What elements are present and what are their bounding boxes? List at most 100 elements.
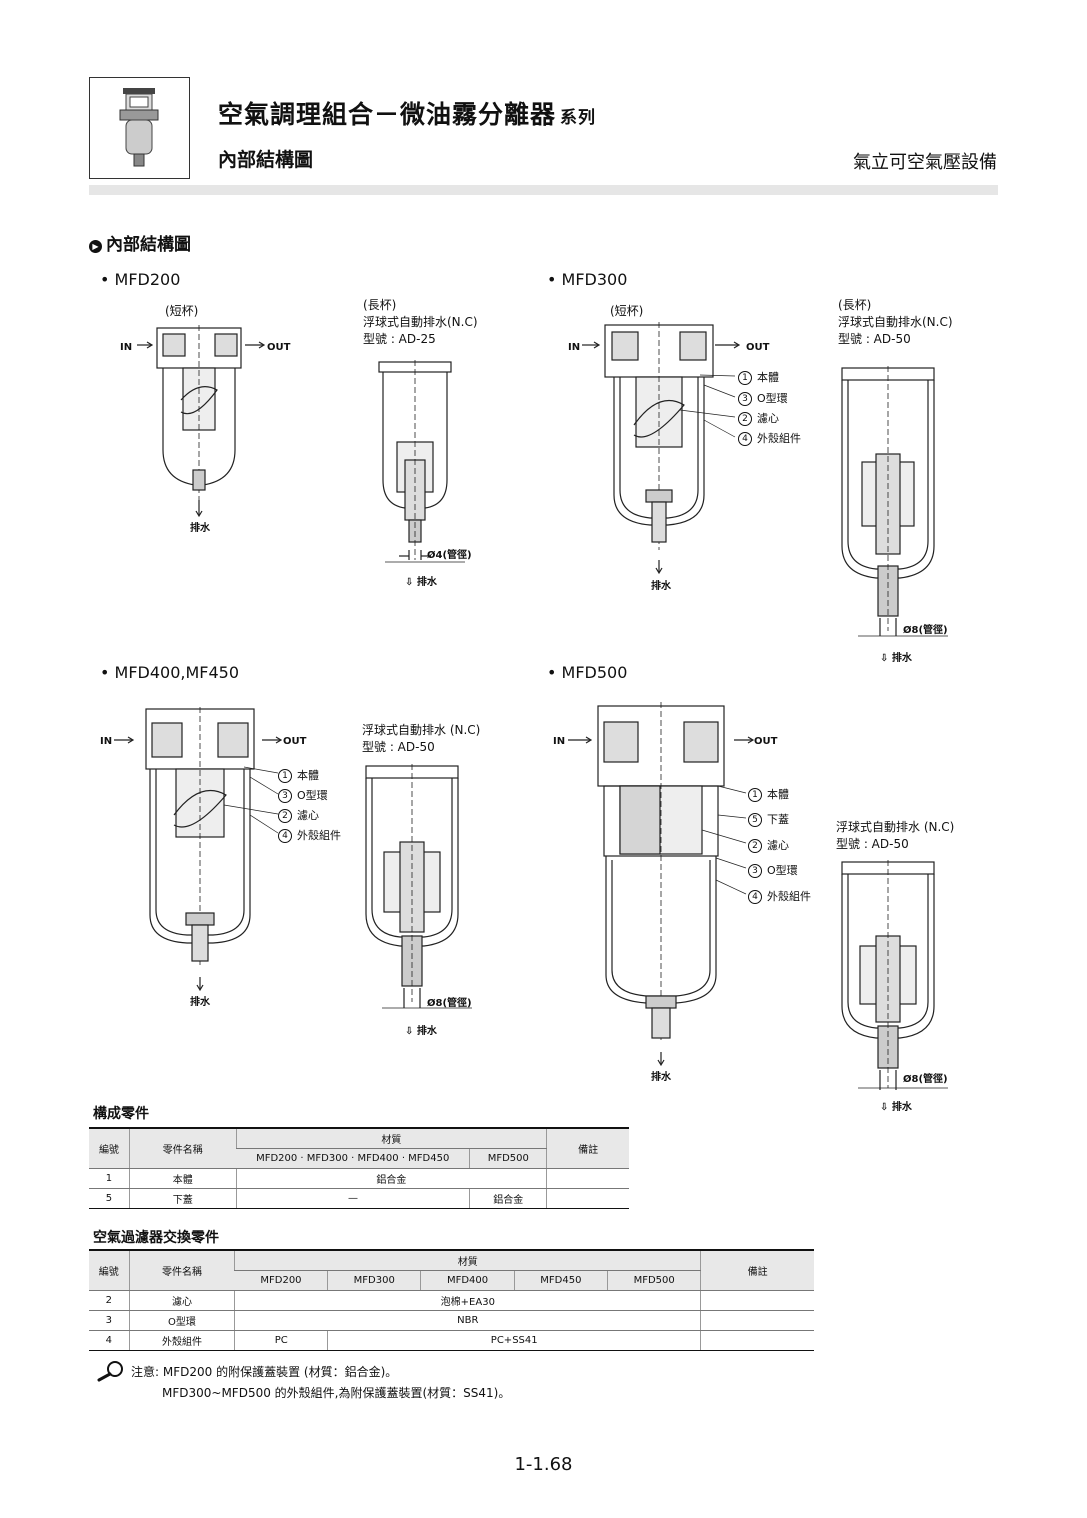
play-bullet-icon: ▶ [89, 240, 102, 253]
cell-material-mfd500: 鋁合金 [469, 1188, 547, 1209]
mfd400-diagram [114, 707, 282, 992]
in-label: IN [568, 342, 581, 353]
table1-title: 構成零件 [93, 1106, 149, 1122]
cell-no: 4 [89, 1330, 130, 1351]
cell-no: 1 [89, 1168, 130, 1189]
cell-no: 5 [89, 1188, 130, 1209]
col-header-no: 編號 [89, 1249, 130, 1291]
page-title: 空氣調理組合－微油霧分離器系列 [218, 100, 597, 129]
model-heading-mfd400: • MFD400,MF450 [100, 663, 240, 682]
cell-note [700, 1310, 814, 1331]
drain-label-2: ⇩ 排水 [880, 653, 912, 664]
table-row: 1 本體 鋁合金 [89, 1168, 629, 1189]
mfd500-auto-drain-diagram [841, 860, 948, 1090]
out-label: OUT [754, 736, 778, 747]
magnifier-icon [97, 1361, 123, 1382]
out-label: OUT [746, 342, 770, 353]
cell-name: O型環 [128, 1310, 235, 1331]
long-cup-label: (長杯) [838, 298, 872, 312]
replacement-parts-table: 編號 零件名稱 材質 備註 MFD200 MFD300 MFD400 MFD45… [89, 1249, 814, 1351]
company-name: 氣立可空氣壓設備 [853, 152, 997, 173]
cell-note [546, 1188, 629, 1209]
short-cup-label: (短杯) [610, 304, 644, 318]
cell-material: 鋁合金 [235, 1168, 547, 1189]
note-line-1: 注意: MFD200 的附保護蓋裝置 (材質：鋁合金)。 [131, 1365, 398, 1379]
auto-drain-label: 浮球式自動排水(N.C) [363, 315, 478, 329]
col-header-mfd500: MFD500 [469, 1148, 547, 1169]
cell-note [700, 1290, 814, 1311]
drain-label-2: ⇩ 排水 [405, 577, 437, 588]
in-label: IN [553, 736, 566, 747]
product-thumbnail [89, 77, 190, 179]
col-header-name: 零件名稱 [128, 1127, 237, 1169]
filter-product-icon [119, 88, 159, 167]
mfd500-diagram [568, 702, 755, 1067]
model-no-label: 型號 : AD-50 [836, 837, 909, 851]
down-arrow-icon: ⇩ [880, 1102, 892, 1113]
mfd200-short-cup-diagram [137, 325, 266, 518]
col-header-material: 材質 [234, 1249, 701, 1271]
cell-name: 下蓋 [128, 1188, 237, 1209]
model-no-label: 型號 : AD-50 [362, 740, 435, 754]
down-arrow-icon: ⇩ [405, 1026, 417, 1037]
mfd300-short-cup-diagram [582, 322, 741, 575]
table-row: 2 濾心 泡棉+EA30 [89, 1290, 814, 1311]
table-row: 5 下蓋 — 鋁合金 [89, 1188, 629, 1209]
cell-name: 外殼組件 [128, 1330, 235, 1351]
col-header-name: 零件名稱 [128, 1249, 235, 1291]
auto-drain-label: 浮球式自動排水 (N.C) [362, 723, 481, 737]
cell-note [700, 1330, 814, 1351]
auto-drain-label: 浮球式自動排水 (N.C) [836, 820, 955, 834]
col-header-model: MFD200 [234, 1270, 328, 1291]
in-label: IN [120, 342, 133, 353]
col-header-models: MFD200 · MFD300 · MFD400 · MFD450 [236, 1148, 470, 1169]
page-number: 1-1.68 [514, 1454, 573, 1475]
model-no-label: 型號 : AD-25 [363, 332, 436, 346]
pipe-diameter-label: Ø8(管徑) [903, 1074, 948, 1085]
mfd200-long-cup-diagram [378, 360, 465, 563]
col-header-model: MFD300 [327, 1270, 421, 1291]
long-cup-label: (長杯) [363, 298, 397, 312]
col-header-model: MFD500 [606, 1270, 701, 1291]
table-row: 3 O型環 NBR [89, 1310, 814, 1331]
header-divider [89, 185, 998, 195]
down-arrow-icon: ⇩ [880, 653, 892, 664]
drain-label-2: ⇩ 排水 [880, 1102, 912, 1113]
cell-material: 泡棉+EA30 [234, 1290, 701, 1311]
pipe-diameter-label: Ø4(管徑) [427, 550, 472, 561]
section-title: ▶內部結構圖 [89, 230, 191, 255]
short-cup-label: (短杯) [165, 304, 199, 318]
note-line-2: MFD300~MFD500 的外殼組件,為附保護蓋裝置(材質：SS41)。 [162, 1386, 511, 1400]
drain-label: 排水 [651, 581, 671, 592]
drain-label-2: ⇩ 排水 [405, 1026, 437, 1037]
cell-note [546, 1168, 629, 1189]
col-header-material: 材質 [235, 1127, 547, 1149]
mfd300-long-cup-diagram [841, 366, 948, 637]
in-label: IN [100, 736, 113, 747]
auto-drain-label: 浮球式自動排水(N.C) [838, 315, 953, 329]
col-header-model: MFD450 [513, 1270, 608, 1291]
out-label: OUT [267, 342, 291, 353]
cell-name: 濾心 [128, 1290, 235, 1311]
page-subtitle: 內部結構圖 [218, 149, 314, 171]
cell-material: — [235, 1188, 470, 1209]
model-heading-mfd300: • MFD300 [547, 270, 628, 289]
col-header-model: MFD400 [420, 1270, 515, 1291]
model-heading-mfd200: • MFD200 [100, 270, 181, 289]
drain-label: 排水 [190, 523, 210, 534]
drain-label: 排水 [651, 1072, 671, 1083]
cell-name: 本體 [128, 1168, 237, 1189]
